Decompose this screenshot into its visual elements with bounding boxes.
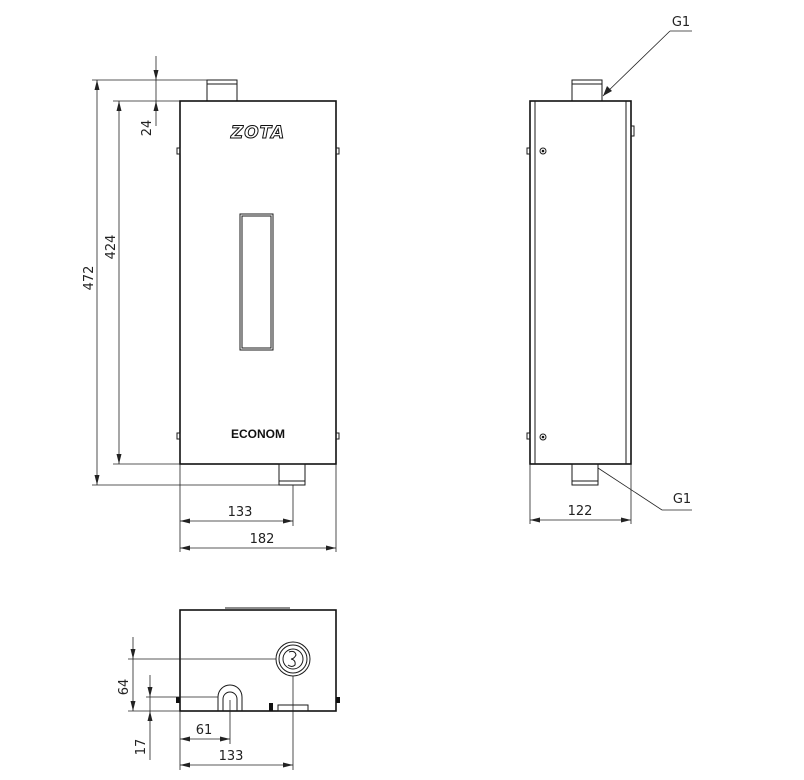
- callout-top-g1: G1: [672, 15, 690, 30]
- dim-top-offset: 24: [140, 120, 155, 137]
- dim-outlet-height: 64: [117, 679, 132, 696]
- model-label: ECONOM: [231, 427, 285, 441]
- cable-entry-slot: [217, 684, 243, 711]
- front-view: ZOTA ECONOM: [176, 79, 340, 486]
- dim-height-body: 424: [104, 235, 119, 260]
- dim-depth: 122: [568, 504, 593, 519]
- boiler-body-front: [179, 100, 337, 465]
- callout-bottom-g1: G1: [673, 492, 691, 507]
- boiler-body-bottom: [179, 609, 337, 712]
- side-dimensions: 122: [529, 464, 632, 524]
- front-dimensions: 472 424 24 133 182: [82, 56, 337, 552]
- boiler-body-side: [529, 100, 632, 465]
- side-bottom-pipe: [571, 463, 599, 486]
- brand-logo: ZOTA: [230, 123, 285, 143]
- side-top-pipe: [571, 79, 603, 102]
- bottom-dimensions: 64 17 61 133: [117, 637, 294, 770]
- bottom-view: [176, 607, 340, 712]
- dim-width-total: 182: [250, 532, 275, 547]
- top-pipe-stub: [206, 79, 238, 102]
- display-window: [239, 213, 274, 351]
- dim-outlet-x: 133: [219, 749, 244, 764]
- bottom-pipe-stub: [278, 463, 306, 486]
- side-callouts: G1 G1: [597, 15, 692, 511]
- dim-height-total: 472: [82, 266, 97, 291]
- dim-outlet-width: 133: [228, 505, 253, 520]
- side-view: [526, 79, 635, 486]
- dim-inlet-height: 17: [134, 739, 149, 756]
- dim-inlet-x: 61: [196, 723, 213, 738]
